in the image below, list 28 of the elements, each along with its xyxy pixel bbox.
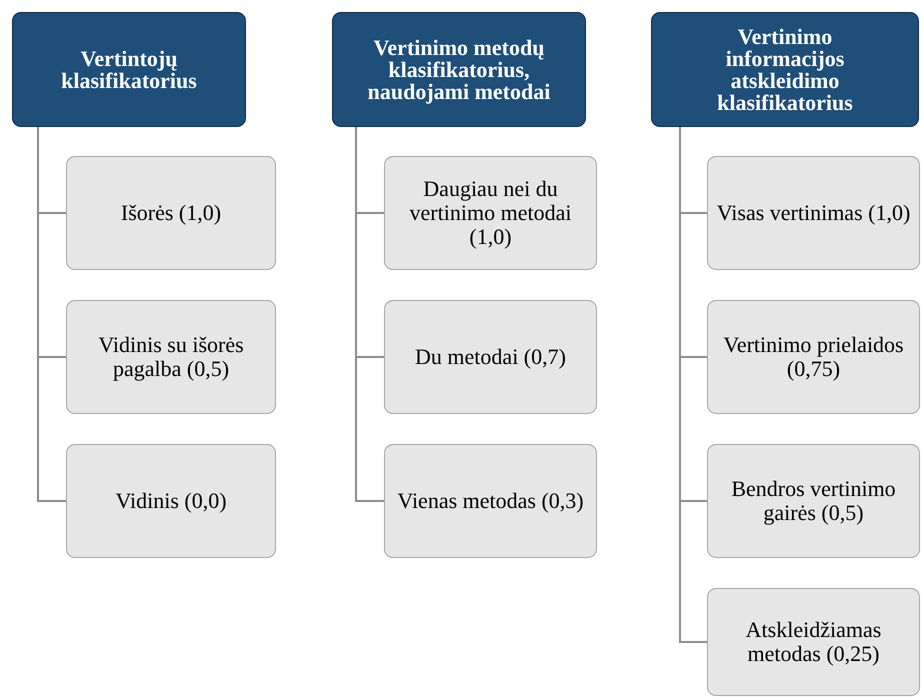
item-label: Du metodai (0,7) xyxy=(415,344,566,370)
item-box xyxy=(66,156,276,270)
header-text: Vertinimo informacijos atskleidimo klasifikatorius xyxy=(716,26,854,114)
item-box xyxy=(384,156,597,270)
item-box xyxy=(384,444,597,558)
item-label: Vidinis su išorės pagalba (0,5) xyxy=(97,332,245,382)
item-label: Visas vertinimas (1,0) xyxy=(716,200,910,226)
category-header-box xyxy=(651,12,919,127)
item-label: Išorės (1,0) xyxy=(120,200,222,226)
item-label: Vidinis (0,0) xyxy=(115,488,227,514)
item-label: Bendros vertinimo gairės (0,5) xyxy=(730,476,897,526)
header-text: Vertintojų klasifikatorius xyxy=(60,48,198,92)
item-label: Vertinimo prielaidos (0,75) xyxy=(722,332,905,382)
item-box xyxy=(707,300,920,414)
connector-line xyxy=(37,127,66,502)
category-header-box xyxy=(332,12,586,127)
item-label: Vienas metodas (0,3) xyxy=(397,488,584,514)
connector-line xyxy=(355,127,384,502)
item-box xyxy=(66,444,276,558)
item-box xyxy=(707,444,920,558)
item-box xyxy=(384,300,597,414)
item-label: Daugiau nei du vertinimo metodai (1,0) xyxy=(408,176,572,250)
item-box xyxy=(707,588,920,696)
category-header-box xyxy=(12,12,246,127)
item-box xyxy=(707,156,920,270)
item-box xyxy=(66,300,276,414)
item-label: Atskleidžiamas metodas (0,25) xyxy=(744,618,882,666)
header-text: Vertinimo metodų klasifikatorius, naudojami metodai xyxy=(366,36,552,102)
